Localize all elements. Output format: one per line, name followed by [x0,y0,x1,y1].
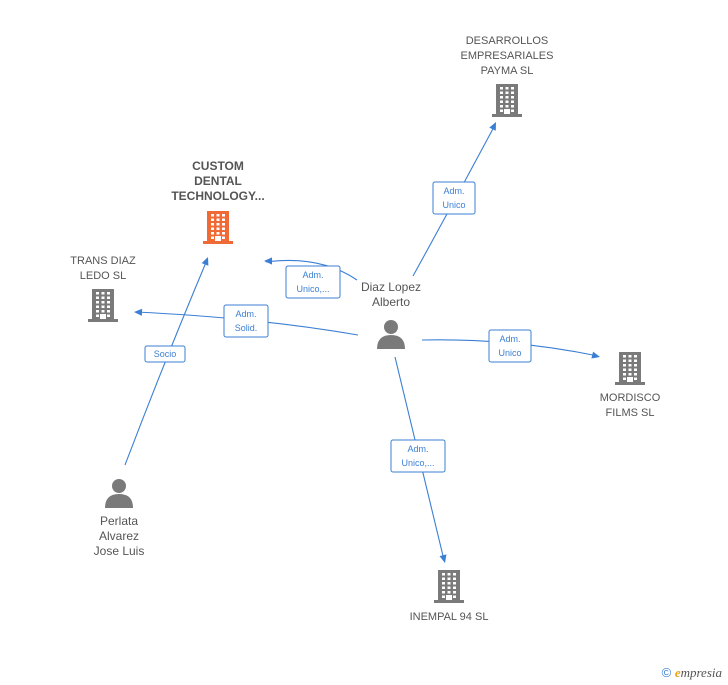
node-label: CUSTOM [192,159,244,173]
edge-label-text: Unico,... [296,284,329,294]
node-label: DESARROLLOS [466,35,549,47]
node-label: INEMPAL 94 SL [410,611,489,623]
edge-label-text: Adm. [235,309,256,319]
edge-diaz_lopez-to-desarrollos[interactable]: Adm. Unico [412,122,496,277]
edge-diaz_lopez-to-mordisco[interactable]: Adm. Unico [421,329,600,363]
empresia-logo-text: mpresia [680,665,722,680]
edge-arrow-head [201,257,209,266]
edge-label-box[interactable] [144,345,186,363]
edge-label-box[interactable] [432,181,476,215]
edge-diaz_lopez-to-custom_dental[interactable]: Adm. Unico,... [264,257,358,299]
edge-diaz_lopez-to-inempal[interactable]: Adm. Unico,... [390,356,447,563]
node-desarrollos[interactable]: DESARROLLOS EMPRESARIALES PAYMA SL [461,35,554,117]
edge-label-box[interactable] [223,304,269,338]
edge-diaz_lopez-to-trans_diaz[interactable]: Adm. Solid. [134,304,359,338]
node-label: Perlata [100,514,138,528]
edge-label-text: Solid. [235,323,258,333]
edge-arrow-head [264,257,273,265]
copyright-notice: © empresia [662,665,722,681]
node-label: TECHNOLOGY... [171,189,264,203]
node-label: Alberto [372,295,410,309]
empresia-logo[interactable]: empresia [675,665,722,680]
edge-label-text: Socio [154,349,177,359]
edge-line [265,259,358,281]
person-icon [377,320,405,349]
node-label: DENTAL [194,174,242,188]
edge-label-text: Adm. [302,270,323,280]
node-inempal[interactable]: INEMPAL 94 SL [410,570,489,623]
node-label: EMPRESARIALES [461,50,554,62]
edge-arrow-head [134,308,143,316]
edge-arrow-head [439,554,447,563]
building-icon [88,289,118,322]
empresia-logo-initial: e [674,665,681,680]
building-icon [492,84,522,117]
node-label: MORDISCO [600,392,661,404]
edges-layer: Adm.Unico,...Adm.Solid.Adm.UnicoAdm.Unic… [124,122,600,563]
node-label: Jose Luis [94,544,145,558]
node-label: Diaz Lopez [361,280,421,294]
edge-arrow-head [489,122,496,131]
edge-label-box[interactable] [488,329,532,363]
edge-label-text: Unico [442,200,465,210]
node-label: PAYMA SL [481,65,534,77]
building-icon [615,352,645,385]
copyright-symbol: © [661,665,672,680]
edge-arrow-head [591,351,600,359]
building-icon [434,570,464,603]
edge-label-text: Adm. [499,334,520,344]
building-icon [203,211,233,244]
edge-label-text: Unico,... [401,458,434,468]
node-label: LEDO SL [80,270,126,282]
node-custom-dental[interactable]: CUSTOMDENTALTECHNOLOGY... [171,159,265,244]
edge-label-box[interactable] [285,265,341,299]
edge-label-text: Unico [498,348,521,358]
node-label: TRANS DIAZ [70,255,136,267]
edge-perlata-to-custom_dental[interactable]: Socio [124,257,209,466]
person-icon [105,479,133,508]
node-trans-diaz[interactable]: TRANS DIAZ LEDO SL [70,255,136,322]
edge-label-box[interactable] [390,439,446,473]
edge-label-text: Adm. [407,444,428,454]
edge-label-text: Adm. [443,186,464,196]
node-label: Alvarez [99,529,139,543]
node-mordisco[interactable]: MORDISCO FILMS SL [600,352,661,419]
node-label: FILMS SL [606,407,655,419]
